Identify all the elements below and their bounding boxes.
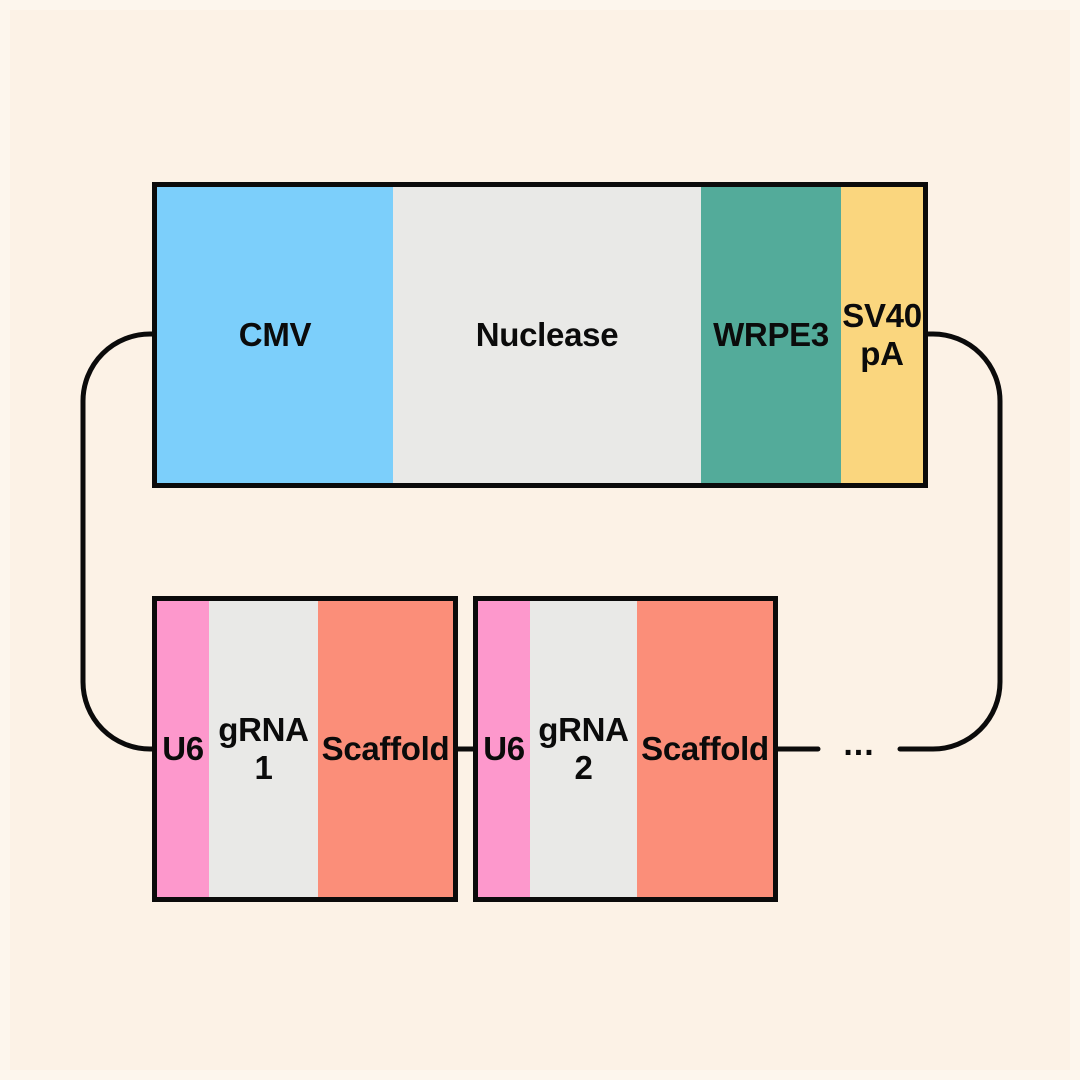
left-connector-line (80, 331, 155, 752)
grna-cassette-1-box: U6 gRNA 1 Scaffold (152, 596, 458, 902)
segment-wrpe3-label: WRPE3 (713, 316, 829, 353)
grna-cassette-2-box: U6 gRNA 2 Scaffold (473, 596, 778, 902)
segment-grna-1-label: gRNA 1 (218, 711, 309, 786)
segment-cmv-label: CMV (238, 316, 312, 353)
segment-grna-2-label: gRNA 2 (538, 711, 629, 786)
segment-u6-1-label: U6 (162, 730, 204, 767)
segment-u6-2: U6 (478, 601, 530, 897)
segment-scaffold-1: Scaffold (318, 601, 453, 897)
segment-cmv: CMV (157, 187, 393, 483)
segment-scaffold-1-label: Scaffold (321, 730, 450, 767)
segment-wrpe3: WRPE3 (701, 187, 841, 483)
segment-sv40-pa-label: SV40 pA (842, 297, 922, 372)
segment-grna-2: gRNA 2 (530, 601, 637, 897)
segment-grna-1: gRNA 1 (209, 601, 318, 897)
segment-nuclease: Nuclease (393, 187, 701, 483)
nuclease-construct-box: CMV Nuclease WRPE3 SV40 pA (152, 182, 928, 488)
more-cassettes-ellipsis: ... (843, 725, 875, 763)
segment-scaffold-2-label: Scaffold (641, 730, 769, 767)
segment-u6-1: U6 (157, 601, 209, 897)
segment-scaffold-2: Scaffold (637, 601, 773, 897)
right-connector-line (897, 331, 1003, 752)
segment-nuclease-label: Nuclease (475, 316, 619, 353)
segment-sv40-pa: SV40 pA (841, 187, 923, 483)
segment-u6-2-label: U6 (483, 730, 525, 767)
